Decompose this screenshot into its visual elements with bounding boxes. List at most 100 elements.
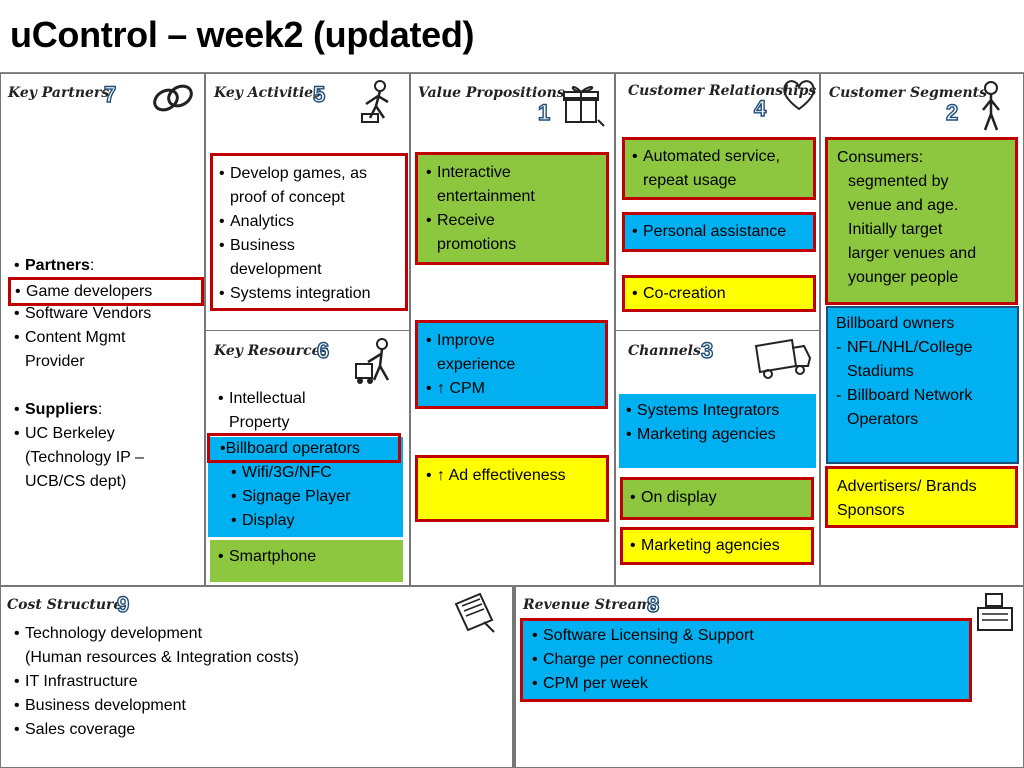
activity-item: Business xyxy=(219,234,399,258)
gift-icon xyxy=(563,86,605,127)
key-resources-text: Intellectual Property xyxy=(218,387,398,435)
suppliers-item: Suppliers: xyxy=(14,398,204,422)
revenue-item: CPM per week xyxy=(532,672,960,696)
cust-rel-item: Co-creation xyxy=(632,282,806,306)
worker-with-cart-icon xyxy=(355,338,390,384)
key-partners-number: 7 xyxy=(103,81,117,107)
channels-box-1: Systems Integrators Marketing agencies xyxy=(619,394,816,468)
cust-seg-line: larger venues and xyxy=(848,245,977,262)
display-item: Display xyxy=(231,509,401,533)
channel-item: Systems Integrators xyxy=(626,399,809,423)
cust-seg-line: segmented by xyxy=(848,173,949,190)
cust-rel-box-2: Personal assistance xyxy=(622,212,816,252)
cust-rel-item: Personal assistance xyxy=(632,220,806,244)
value-propositions-number: 1 xyxy=(537,99,551,125)
revenue-streams-number: 8 xyxy=(646,591,660,617)
channels-number: 3 xyxy=(700,337,714,363)
delivery-truck-icon xyxy=(754,338,812,379)
value-prop-item: Improve xyxy=(426,329,597,353)
value-prop-item: ↑ Ad effectiveness xyxy=(426,464,598,488)
wifi-item: Wifi/3G/NFC xyxy=(231,461,401,485)
cost-item-cont: (Human resources & Integration costs) xyxy=(25,649,299,666)
revenue-item: Software Licensing & Support xyxy=(532,624,960,648)
cust-seg-line: younger people xyxy=(848,269,959,286)
value-prop-box-2: Improve experience ↑ CPM xyxy=(415,320,608,409)
value-prop-item-cont: entertainment xyxy=(437,188,535,205)
channels-box-3: Marketing agencies xyxy=(620,527,814,565)
resource-item-cont: Property xyxy=(229,414,290,431)
cust-rel-item-cont: repeat usage xyxy=(643,172,737,189)
key-activities-number: 5 xyxy=(312,81,326,107)
value-propositions-header: Value Propositions xyxy=(418,85,565,101)
key-activities-header: Key Activities xyxy=(214,85,321,101)
cust-seg-line: NFL/NHL/College xyxy=(836,336,1009,360)
resource-item: Intellectual xyxy=(218,387,398,411)
smartphone-box: Smartphone xyxy=(210,540,403,582)
customer-relationships-number: 4 xyxy=(753,95,767,121)
cust-seg-line-cont: Operators xyxy=(847,411,919,428)
value-prop-item-cont: promotions xyxy=(437,236,517,253)
activity-item-cont: development xyxy=(230,261,322,278)
cust-seg-line-cont: Stadiums xyxy=(847,363,914,380)
worker-icon xyxy=(361,80,389,123)
cost-item: IT Infrastructure xyxy=(14,670,494,694)
heart-icon xyxy=(783,80,815,111)
content-mgmt-item-cont: Provider xyxy=(25,353,85,370)
cost-structure-header: Cost Structure xyxy=(7,597,123,613)
cust-seg-line: Sponsors xyxy=(837,502,905,519)
billboard-operators-label-box: •Billboard operators xyxy=(207,433,401,463)
slide-title: uControl – week2 (updated) xyxy=(10,14,475,55)
activity-item: Develop games, as xyxy=(219,162,399,186)
revenue-item: Charge per connections xyxy=(532,648,960,672)
value-prop-item-cont: experience xyxy=(437,356,516,373)
activity-item-cont: proof of concept xyxy=(230,189,345,206)
cash-register-icon xyxy=(977,593,1013,631)
customer-relationships-header: Customer Relationships xyxy=(628,83,817,99)
value-prop-box-3: ↑ Ad effectiveness xyxy=(415,455,609,522)
cust-seg-box-3: Advertisers/ Brands Sponsors xyxy=(825,466,1018,528)
revenue-box: Software Licensing & Support Charge per … xyxy=(520,618,972,702)
key-partners-header: Key Partners xyxy=(8,85,110,101)
key-partners-list: Partners: xyxy=(14,254,204,278)
cust-rel-box-1: Automated service, repeat usage xyxy=(622,137,816,200)
key-resources-number: 6 xyxy=(316,337,330,363)
smartphone-item: Smartphone xyxy=(218,545,395,569)
signage-player-item: Signage Player xyxy=(231,485,401,509)
channels-box-2: On display xyxy=(620,477,814,520)
suppliers-label: Suppliers xyxy=(25,401,98,418)
activity-item: Analytics xyxy=(219,210,399,234)
cost-structure-number: 9 xyxy=(116,591,130,617)
customer-segments-header: Customer Segments xyxy=(829,85,988,101)
key-partners-list-2: Software Vendors Content Mgmt Provider S… xyxy=(14,302,204,494)
value-prop-item: Interactive xyxy=(426,161,598,185)
uc-berkeley-item-cont2: UCB/CS dept) xyxy=(25,473,127,490)
cust-seg-box-1: Consumers: segmented by venue and age. I… xyxy=(825,137,1018,305)
chain-links-icon xyxy=(153,84,193,112)
cost-item: Sales coverage xyxy=(14,718,494,742)
content-mgmt-item: Content Mgmt xyxy=(14,326,204,350)
key-resources-header: Key Resources xyxy=(214,343,329,359)
value-prop-box-1: Interactive entertainment Receive promot… xyxy=(415,152,609,265)
channel-item: Marketing agencies xyxy=(630,534,804,558)
channel-item: Marketing agencies xyxy=(626,423,809,447)
cust-seg-line: Billboard Network xyxy=(836,384,1009,408)
billboard-sub-list: Wifi/3G/NFC Signage Player Display xyxy=(231,461,401,533)
cust-seg-title: Consumers: xyxy=(837,149,924,166)
cust-seg-box-2: Billboard owners NFL/NHL/College Stadium… xyxy=(826,306,1019,464)
revenue-streams-header: Revenue Streams xyxy=(523,597,660,613)
cost-item: Business development xyxy=(14,694,494,718)
cust-seg-line: Initially target xyxy=(848,221,943,238)
cost-item: Technology development xyxy=(14,622,494,646)
key-activities-box: Develop games, as proof of concept Analy… xyxy=(210,153,408,311)
cust-rel-box-3: Co-creation xyxy=(622,275,816,312)
uc-berkeley-item: UC Berkeley xyxy=(14,422,204,446)
software-vendors-item: Software Vendors xyxy=(14,302,204,326)
value-prop-item: ↑ CPM xyxy=(426,377,597,401)
spacer xyxy=(14,374,204,398)
value-prop-item: Receive xyxy=(426,209,598,233)
cost-structure-list: Technology development (Human resources … xyxy=(14,622,494,742)
cust-rel-item: Automated service, xyxy=(632,145,806,169)
cust-seg-line: Advertisers/ Brands xyxy=(837,478,977,495)
billboard-owners-title: Billboard owners xyxy=(836,315,955,332)
uc-berkeley-item-cont1: (Technology IP – xyxy=(25,449,144,466)
